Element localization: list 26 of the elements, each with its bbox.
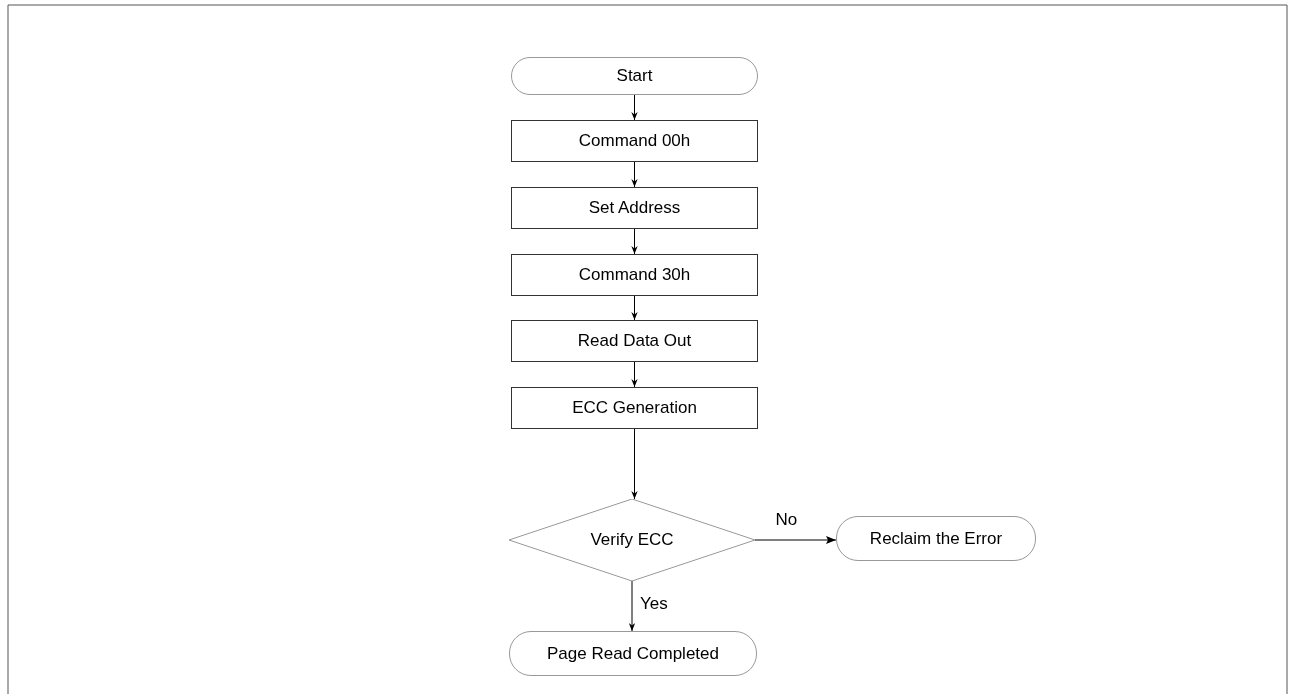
arrow xyxy=(631,361,638,388)
arrow xyxy=(628,580,636,632)
arrow xyxy=(631,161,638,188)
decision-diamond xyxy=(509,499,755,581)
terminal-shape xyxy=(836,516,1036,561)
node-label: Set Address xyxy=(588,198,681,218)
node-label: ECC Generation xyxy=(572,398,697,418)
node-label: Command 30h xyxy=(578,265,691,285)
terminal-shape xyxy=(509,631,757,676)
process-box xyxy=(511,387,758,429)
node-label: Read Data Out xyxy=(577,331,692,351)
node-label: Start xyxy=(616,66,653,86)
node-label: Reclaim the Error xyxy=(869,528,1003,549)
arrow xyxy=(631,94,638,121)
process-box xyxy=(511,320,758,362)
terminal-shape xyxy=(511,57,758,95)
arrow xyxy=(631,428,638,500)
process-box xyxy=(511,120,758,162)
arrow xyxy=(631,295,638,321)
node-label: Command 00h xyxy=(578,131,691,151)
node-label: Verify ECC xyxy=(590,530,674,550)
arrow xyxy=(631,228,638,255)
process-box xyxy=(511,254,758,296)
node-label: Page Read Completed xyxy=(547,643,719,664)
process-box xyxy=(511,187,758,229)
arrow xyxy=(754,536,837,544)
